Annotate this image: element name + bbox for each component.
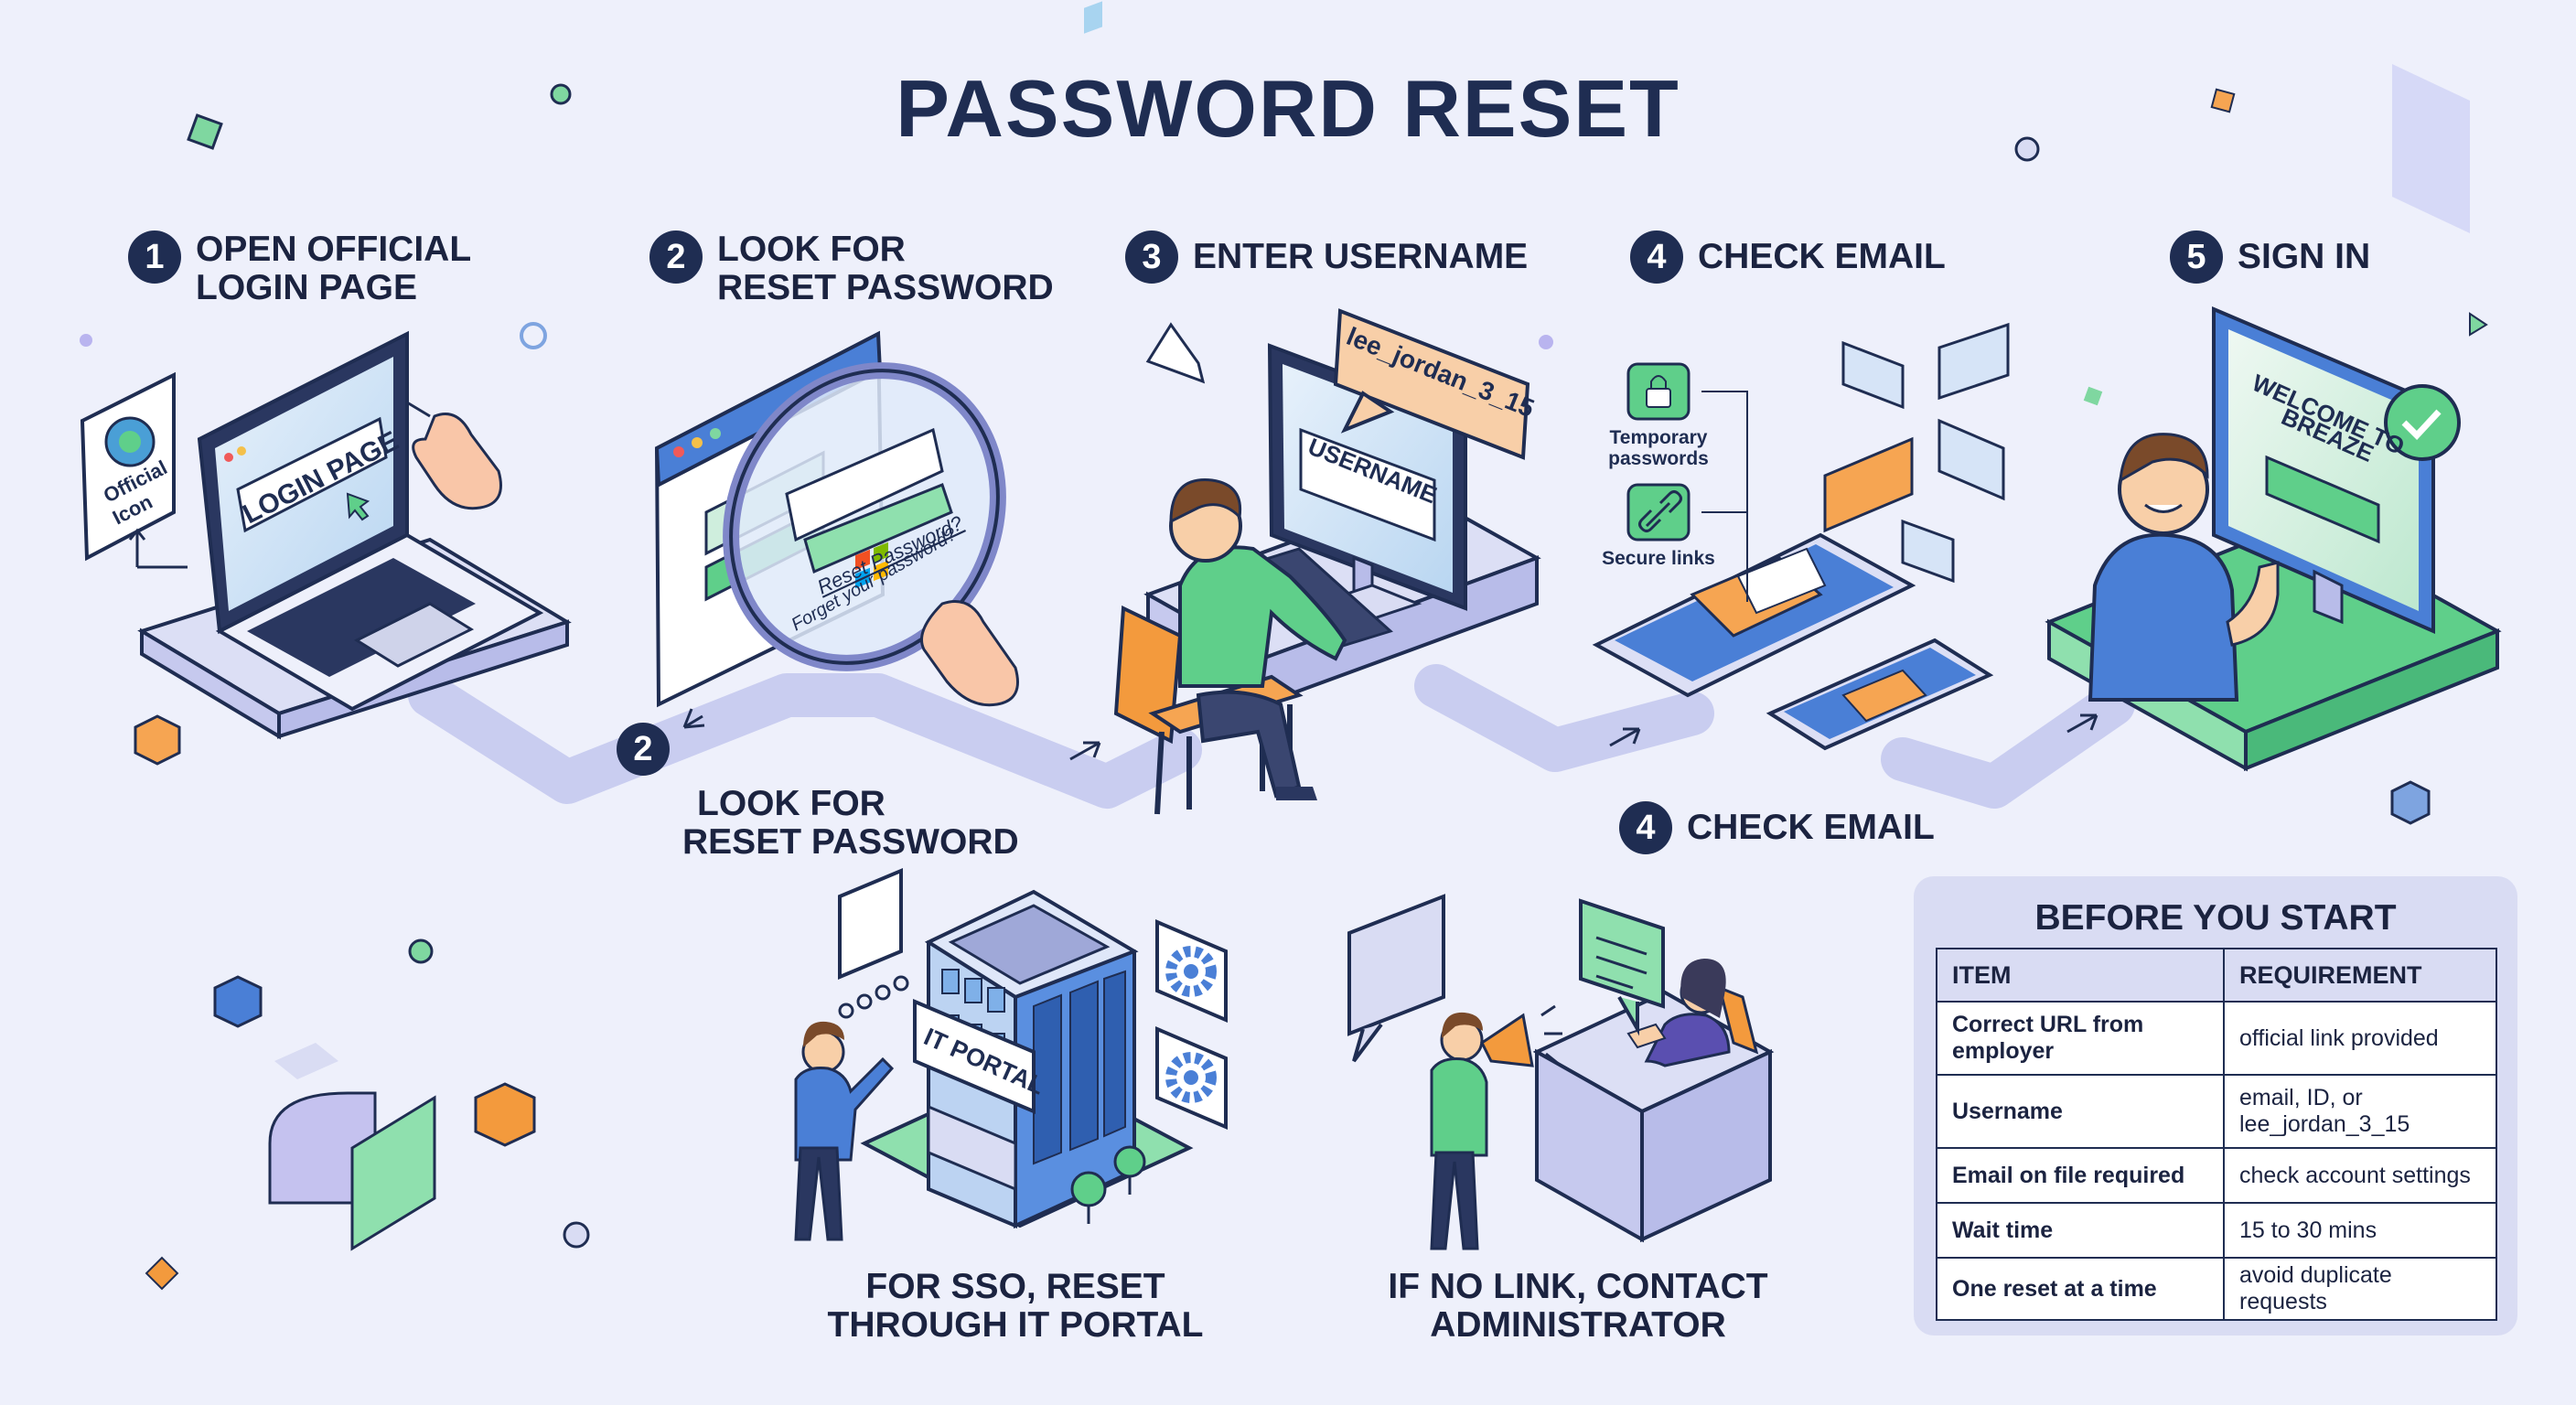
- lower-step-4-label: CHECK EMAIL: [1687, 808, 1935, 847]
- header-item: ITEM: [1936, 948, 2225, 1003]
- step-4: 4 CHECK EMAIL: [1630, 231, 1946, 284]
- official-icon-card: [80, 371, 188, 569]
- row-requirement: avoid duplicate requests: [2223, 1257, 2497, 1321]
- laptop-illustration: [137, 330, 572, 740]
- table-row: Correct URL from employer official link …: [1936, 1001, 2497, 1076]
- step-2: 2 LOOK FOR RESET PASSWORD: [649, 231, 1054, 307]
- row-requirement: 15 to 30 mins: [2223, 1202, 2497, 1259]
- step-3-label: ENTER USERNAME: [1193, 237, 1529, 276]
- email-devices-illustration: [1592, 322, 2010, 751]
- step-4-label: CHECK EMAIL: [1698, 237, 1946, 276]
- step-1-label: OPEN OFFICIAL LOGIN PAGE: [196, 230, 472, 307]
- temporary-passwords-label-1: Temporary: [1610, 427, 1708, 448]
- requirements-table: ITEM REQUIREMENT Correct URL from employ…: [1936, 948, 2497, 1321]
- lower-step-2-badge: 2: [617, 723, 670, 776]
- row-item: Username: [1936, 1074, 2225, 1149]
- secure-links-label: Secure links: [1602, 548, 1715, 569]
- flow-path: [408, 664, 2135, 809]
- lower-step-4: 4 CHECK EMAIL: [1619, 801, 1935, 854]
- table-header-row: ITEM REQUIREMENT: [1936, 948, 2497, 1003]
- row-item: Email on file required: [1936, 1147, 2225, 1204]
- signin-illustration: [2045, 306, 2502, 772]
- step-3-badge: 3: [1125, 231, 1178, 284]
- step-4-badge: 4: [1630, 231, 1683, 284]
- decor-shapes: [80, 1, 2488, 1291]
- step-3: 3 ENTER USERNAME: [1125, 231, 1528, 284]
- step-1-badge: 1: [128, 231, 181, 284]
- row-requirement: check account settings: [2223, 1147, 2497, 1204]
- it-portal-illustration: [794, 542, 1228, 1241]
- step-2-label: LOOK FOR RESET PASSWORD: [717, 230, 1054, 307]
- table-title: BEFORE YOU START: [2034, 898, 2397, 938]
- table-row: Username email, ID, or lee_jordan_3_15: [1936, 1074, 2497, 1149]
- lower-step-4-badge: 4: [1619, 801, 1672, 854]
- admin-caption: IF NO LINK, CONTACT ADMINISTRATOR: [1388, 1267, 1768, 1345]
- temporary-passwords-label-2: passwords: [1608, 448, 1709, 469]
- row-requirement: email, ID, or lee_jordan_3_15: [2223, 1074, 2497, 1149]
- header-requirement: REQUIREMENT: [2223, 948, 2497, 1003]
- row-requirement: official link provided: [2223, 1001, 2497, 1076]
- administrator-illustration: [1347, 894, 1775, 1250]
- row-item: One reset at a time: [1936, 1257, 2225, 1321]
- row-item: Wait time: [1936, 1202, 2225, 1259]
- step-5-label: SIGN IN: [2238, 237, 2371, 276]
- table-row: Email on file required check account set…: [1936, 1147, 2497, 1204]
- lower-step-2-label: LOOK FOR RESET PASSWORD: [682, 784, 1019, 862]
- table-row: Wait time 15 to 30 mins: [1936, 1202, 2497, 1259]
- desk-computer-illustration: [1113, 308, 1541, 815]
- page-title: PASSWORD RESET: [896, 63, 1680, 154]
- step-2-badge: 2: [649, 231, 703, 284]
- browser-magnifier-illustration: [654, 330, 1019, 708]
- step-1: 1 OPEN OFFICIAL LOGIN PAGE: [128, 231, 471, 307]
- step-5: 5 SIGN IN: [2170, 231, 2370, 284]
- row-item: Correct URL from employer: [1936, 1001, 2225, 1076]
- sso-caption: FOR SSO, RESET THROUGH IT PORTAL: [827, 1267, 1204, 1345]
- table-row: One reset at a time avoid duplicate requ…: [1936, 1257, 2497, 1321]
- step-5-badge: 5: [2170, 231, 2223, 284]
- before-you-start-card: BEFORE YOU START ITEM REQUIREMENT Correc…: [1914, 876, 2517, 1335]
